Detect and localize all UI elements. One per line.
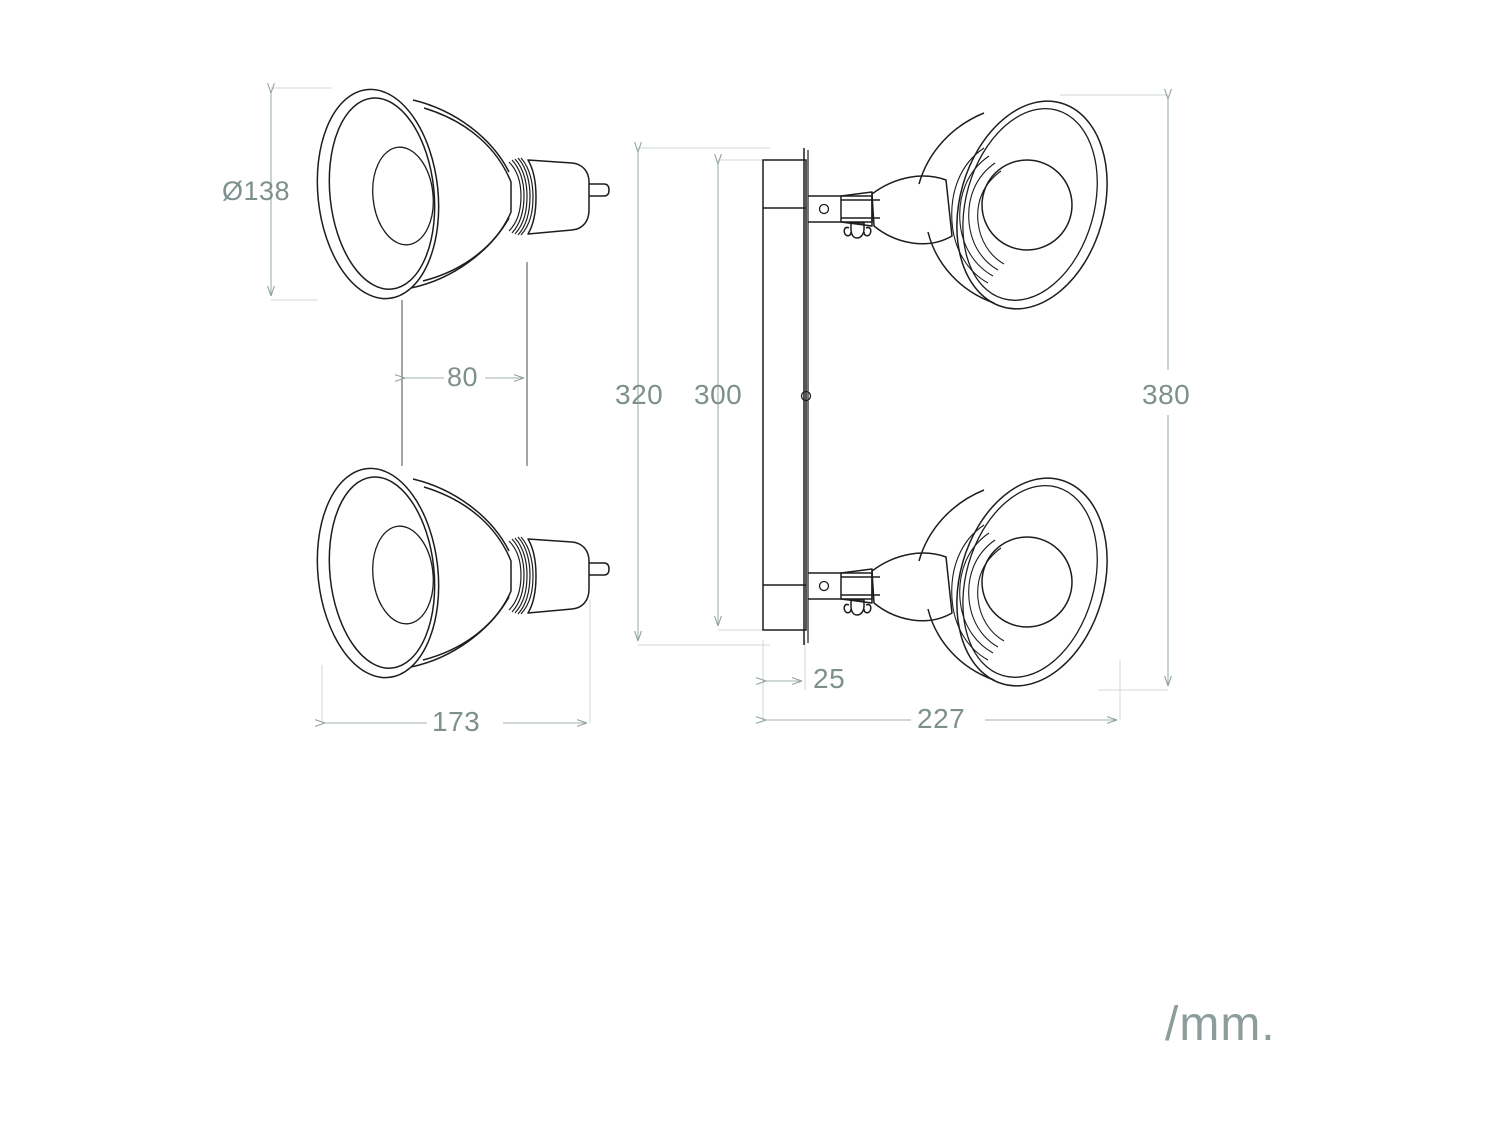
dimension-label-height-plate: 300 xyxy=(694,379,743,410)
dimension-label-height-overall: 320 xyxy=(615,379,664,410)
dimension-label-plate-depth: 25 xyxy=(813,663,846,694)
swivel-knuckle xyxy=(840,568,873,604)
shade-rim-inner xyxy=(962,107,1098,301)
bulb-holder-barrel xyxy=(527,159,590,235)
shade-cone-body xyxy=(422,486,512,661)
wall-plate-body xyxy=(762,159,807,631)
side-view-wall-plate xyxy=(762,148,812,645)
bulb-pin xyxy=(589,562,610,576)
shade-cone-body xyxy=(422,107,512,282)
ext-lines-head-span xyxy=(1060,94,1168,691)
reflector-opening xyxy=(372,525,434,625)
shade-cone-upper-edge xyxy=(918,489,985,562)
shade-cone-lower-edge xyxy=(927,608,995,681)
shade-cone-lower-edge xyxy=(410,596,510,668)
ext-lines-spacing xyxy=(401,262,528,466)
ext-lines-width xyxy=(321,600,591,723)
swivel-knuckle-ring xyxy=(841,576,880,596)
wall-plate-center-hole xyxy=(800,390,812,402)
front-view-upper-lamp xyxy=(316,88,610,300)
shade-cone-lower-edge xyxy=(410,217,510,289)
shade-rim-outer xyxy=(316,467,440,679)
bulb-pin xyxy=(589,183,610,197)
shade-rim-inner xyxy=(328,476,436,669)
lamp-holder-body xyxy=(871,175,953,245)
ext-lines-diameter xyxy=(271,87,332,301)
lamp-holder-body xyxy=(871,552,953,622)
unit-label: /mm. xyxy=(1165,998,1276,1051)
dimension-label-diameter: Ø138 xyxy=(222,176,291,206)
shade-rim-inner xyxy=(328,97,436,290)
thumb-screw-wing-right xyxy=(863,603,872,614)
thumb-screw-wing-left xyxy=(843,226,852,237)
reflector-ribs xyxy=(951,524,1005,661)
bulb-sphere xyxy=(981,159,1073,251)
thumb-screw-wing-left xyxy=(843,603,852,614)
shade-cone-lower-edge xyxy=(927,231,995,304)
swivel-knuckle xyxy=(840,191,873,227)
dimension-label-spacing: 80 xyxy=(447,362,479,392)
shade-cone-upper-edge xyxy=(412,478,510,552)
ext-lines-height-overall xyxy=(638,147,770,646)
shade-rim-outer xyxy=(316,88,440,300)
bulb-sphere xyxy=(981,536,1073,628)
thumb-screw-wing-right xyxy=(863,226,872,237)
bulb-holder-barrel xyxy=(527,538,590,614)
dimension-lines xyxy=(267,82,1172,727)
shade-rim-outer xyxy=(956,100,1108,310)
side-view-lower-assembly xyxy=(808,477,1108,687)
reflector-opening xyxy=(372,146,434,246)
dimension-label-width: 173 xyxy=(432,706,481,737)
ext-lines-plate-depth xyxy=(762,640,806,690)
bracket-arm-hole xyxy=(818,580,830,592)
shade-cone-upper-edge xyxy=(412,99,510,173)
dimension-label-head-span: 380 xyxy=(1142,379,1191,410)
side-view-upper-assembly xyxy=(808,100,1108,310)
threaded-collar xyxy=(508,536,534,615)
reflector-ribs xyxy=(951,147,1005,284)
bracket-arm-hole xyxy=(818,203,830,215)
front-view-lower-lamp xyxy=(316,467,610,679)
shade-rim-inner xyxy=(962,484,1098,678)
shade-rim-outer xyxy=(956,477,1108,687)
swivel-knuckle-ring xyxy=(841,199,880,219)
shade-cone-upper-edge xyxy=(918,112,985,185)
threaded-collar xyxy=(508,157,534,236)
dimension-label-depth-overall: 227 xyxy=(917,703,966,734)
